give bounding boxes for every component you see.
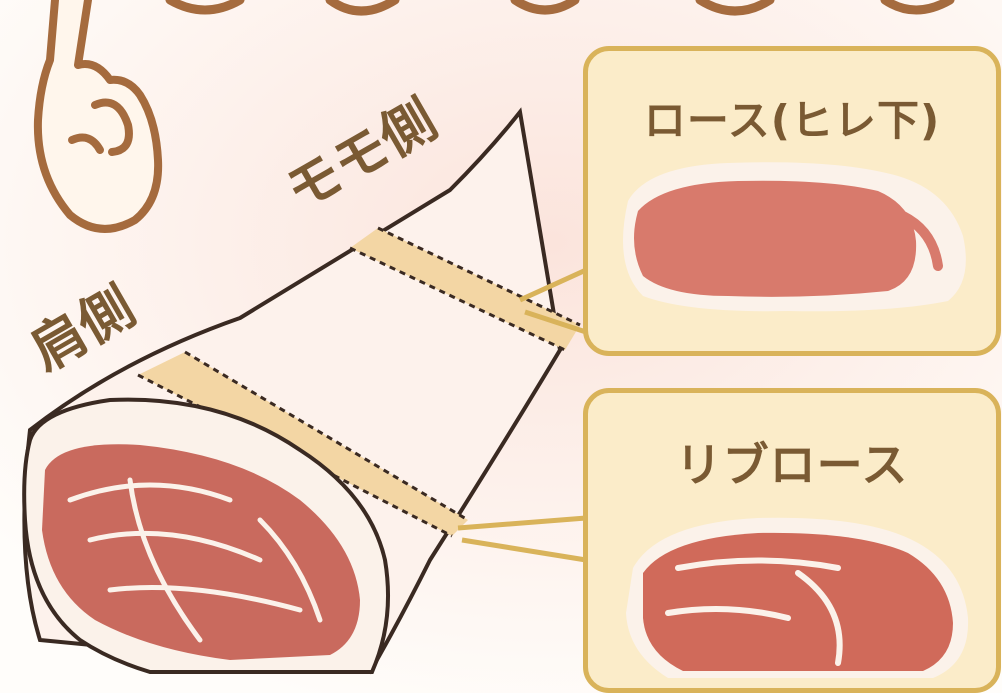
rib-loin-callout: リブロース — [583, 388, 1001, 693]
loin-chop-meat — [634, 181, 916, 297]
rib-chop-meat — [643, 533, 953, 671]
loin-chop-image — [588, 51, 996, 351]
loin-callout: ロース(ヒレ下) — [583, 46, 1001, 356]
rib-loin-chop-image — [588, 393, 996, 688]
